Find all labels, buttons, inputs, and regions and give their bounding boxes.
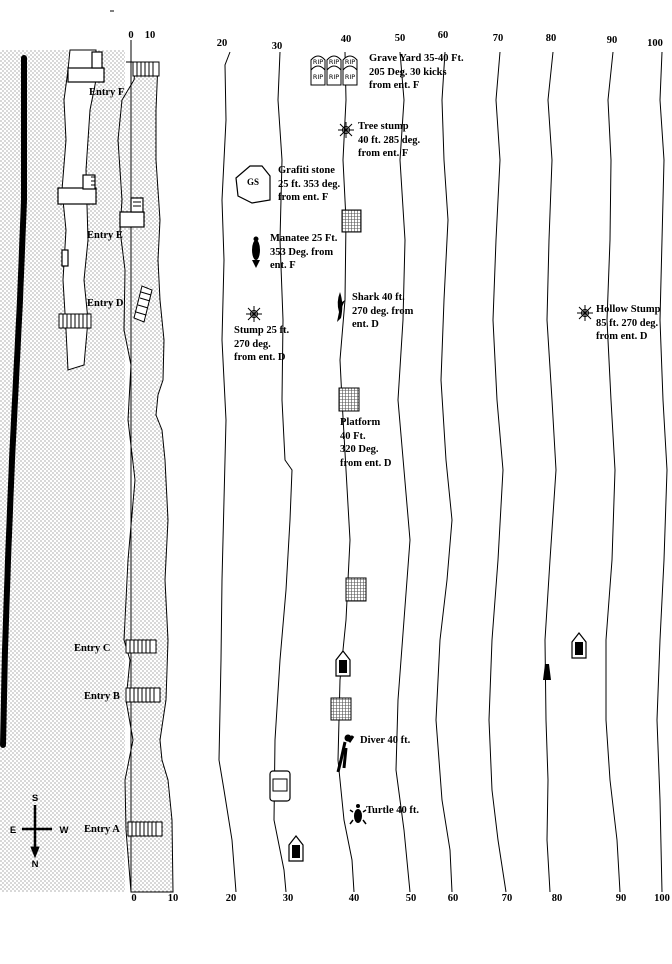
scale-top-10: 10: [144, 30, 156, 41]
graveyard-label: Grave Yard 35-40 Ft. 205 Deg. 30 kicks f…: [369, 53, 464, 91]
scale-bottom-40: 40: [348, 893, 360, 904]
entry-a-label: Entry A: [84, 824, 120, 835]
hollow-stump-icon: [577, 305, 593, 321]
scale-bottom-10: 10: [167, 893, 179, 904]
shark-icon: [337, 292, 345, 322]
manatee-icon: [252, 236, 260, 268]
tree-stump-label: Tree stump 40 ft. 285 deg. from ent. F: [358, 121, 421, 159]
shallow-shelf: [117, 61, 174, 893]
scale-top-100: 100: [647, 38, 663, 49]
stairs: [58, 61, 163, 837]
scale-bottom-60: 60: [447, 893, 459, 904]
sunken-vehicle-icon: [269, 770, 291, 802]
compass-icon: [22, 805, 52, 859]
turtle-icon: [349, 804, 367, 825]
entry-d-label: Entry D: [87, 298, 124, 309]
shark-label: Shark 40 ft. 270 deg. from ent. D: [352, 292, 414, 330]
svg-text:RIP: RIP: [313, 58, 323, 66]
svg-text:RIP: RIP: [313, 73, 323, 81]
manatee-label: Manatee 25 Ft. 353 Deg. from ent. F: [270, 233, 338, 271]
grafiti-stone-label: Grafiti stone 25 ft. 353 deg. from ent. …: [278, 165, 341, 203]
scale-bottom-90: 90: [615, 893, 627, 904]
entry-c-label: Entry C: [74, 643, 111, 654]
compass-west: W: [60, 825, 69, 836]
scale-top-70: 70: [492, 33, 504, 44]
walking-path: [61, 49, 97, 371]
entry-e-label: Entry E: [87, 230, 123, 241]
submerged-object-icon: [543, 664, 551, 680]
scale-top-80: 80: [545, 33, 557, 44]
diver-icon: [336, 734, 355, 773]
diver-label: Diver 40 ft.: [360, 735, 411, 746]
scale-top-50: 50: [394, 33, 406, 44]
compass-north: N: [32, 859, 39, 870]
scale-bottom-80: 80: [551, 893, 563, 904]
scale-top-30: 30: [271, 41, 283, 52]
entry-b-label: Entry B: [84, 691, 120, 702]
svg-text:RIP: RIP: [345, 73, 355, 81]
road-line: [0, 55, 27, 748]
shore-land: [0, 50, 125, 892]
scale-top-20: 20: [216, 38, 228, 49]
entry-f-label: Entry F: [89, 87, 125, 98]
scale-bottom-100: 100: [654, 893, 670, 904]
scale-bottom-30: 30: [282, 893, 294, 904]
stump-icon: [246, 306, 262, 322]
scale-top-0: 0: [128, 30, 134, 41]
turtle-label: Turtle 40 ft.: [366, 805, 419, 816]
svg-text:RIP: RIP: [345, 58, 355, 66]
grafiti-stone-text: GS: [247, 177, 259, 187]
graveyard-rip-labels: RIP RIP RIP RIP RIP RIP: [313, 58, 355, 81]
scale-top-60: 60: [437, 30, 449, 41]
scale-bottom-70: 70: [501, 893, 513, 904]
compass-south: S: [32, 793, 38, 804]
graveyard-icon: [310, 55, 358, 86]
tree-stump-icon: [338, 122, 354, 138]
scale-top-40: 40: [340, 34, 352, 45]
platform-squares: [330, 209, 367, 721]
compass-east: E: [10, 825, 16, 836]
scale-bottom-20: 20: [225, 893, 237, 904]
scale-top-90: 90: [606, 35, 618, 46]
boat-icons: [288, 632, 587, 862]
stump-label: Stump 25 ft. 270 deg. from ent. D: [234, 325, 290, 363]
svg-text:RIP: RIP: [329, 73, 339, 81]
scale-bottom-50: 50: [405, 893, 417, 904]
shore-structures: [57, 51, 145, 267]
grafiti-stone-icon: [235, 165, 271, 204]
scale-bottom-0: 0: [131, 893, 137, 904]
platform-label: Platform 40 Ft. 320 Deg. from ent. D: [340, 417, 392, 469]
hollow-stump-label: Hollow Stump 85 ft. 270 deg. from ent. D: [596, 304, 661, 342]
svg-text:RIP: RIP: [329, 58, 339, 66]
